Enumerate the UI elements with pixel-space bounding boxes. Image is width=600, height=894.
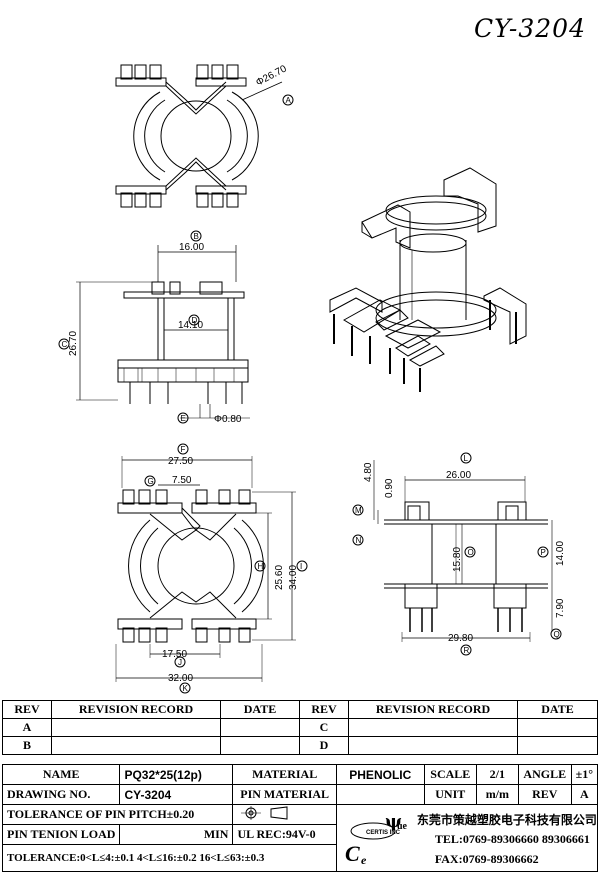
dim-outer-height: 34.00 <box>288 565 299 590</box>
company-fax: FAX:0769-89306662 <box>434 852 539 866</box>
material-label: MATERIAL <box>232 764 337 785</box>
company-tel: TEL:0769-89306660 89306661 <box>434 832 590 846</box>
dim-front-top: 26.00 <box>446 470 471 481</box>
pin-tension-value: MIN <box>119 824 234 845</box>
date-cell <box>517 736 598 755</box>
dim-top-dia: Φ26.70 <box>254 63 289 88</box>
dim-bottom-width: 27.50 <box>168 456 193 467</box>
dim-front-p: 14.00 <box>555 541 566 566</box>
drawing-no-label: DRAWING NO. <box>1 784 121 805</box>
dim-front-q: 7.90 <box>555 598 566 618</box>
scale-label: SCALE <box>423 764 477 785</box>
rev-cell: D <box>299 736 349 755</box>
rev-value: A <box>570 784 599 805</box>
dim-front-m: 4.80 <box>363 462 374 482</box>
dim-front-n: 0.90 <box>384 478 395 498</box>
callout-d: D <box>192 316 198 325</box>
record-cell <box>51 736 221 755</box>
company-logo-icon: CERTIS INC C e ψ ue <box>345 811 408 867</box>
callout-g: G <box>148 477 154 486</box>
top-view <box>115 64 294 208</box>
callout-l: L <box>464 454 469 463</box>
dim-inner-height: 25.60 <box>274 565 285 590</box>
front-view <box>352 452 562 656</box>
pin-tension-label: PIN TENION LOAD <box>1 824 121 845</box>
pin-material-value <box>335 784 425 805</box>
callout-f: F <box>181 445 186 454</box>
callout-r: R <box>464 646 470 655</box>
iso-view <box>329 167 527 392</box>
callout-m: M <box>355 506 362 515</box>
date-header-2: DATE <box>517 700 598 719</box>
angle-label: ANGLE <box>517 764 572 785</box>
title-block: NAME PQ32*25(12p) MATERIAL PHENOLIC SCAL… <box>1 764 599 872</box>
company-name: 东莞市策越塑胶电子科技有限公司 <box>416 813 597 827</box>
rev-label: REV <box>517 784 572 805</box>
date-header: DATE <box>220 700 300 719</box>
scale-value: 2/1 <box>475 764 519 785</box>
dim-pin-dia: Φ0.80 <box>214 414 242 425</box>
rev-cell: B <box>2 736 52 755</box>
record-cell <box>348 718 518 737</box>
rev-cell: C <box>299 718 349 737</box>
revision-record-header-2: REVISION RECORD <box>348 700 518 719</box>
callout-k: K <box>183 684 189 693</box>
record-cell <box>51 718 221 737</box>
name-label: NAME <box>1 764 121 785</box>
rev-header: REV <box>2 700 52 719</box>
general-tolerance: TOLERANCE:0<L≤4:±0.1 4<L≤16:±0.2 16<L≤63… <box>2 844 337 872</box>
date-cell <box>517 718 598 737</box>
dim-front-bottom: 29.80 <box>448 633 473 644</box>
side-view <box>58 230 250 424</box>
revision-record-header: REVISION RECORD <box>51 700 221 719</box>
callout-e: E <box>181 414 186 423</box>
record-cell <box>348 736 518 755</box>
rev-header-2: REV <box>299 700 349 719</box>
callout-p: P <box>541 548 546 557</box>
callout-o: O <box>468 548 474 557</box>
svg-text:CERTIS INC: CERTIS INC <box>366 830 401 836</box>
callout-q: Q <box>554 630 560 639</box>
ul-rec: UL REC:94V-0 <box>232 824 337 845</box>
angle-value: ±1° <box>570 764 599 785</box>
technical-drawing: Φ26.70 A 16. <box>58 63 566 694</box>
svg-text:ue: ue <box>397 821 408 832</box>
dim-side-height: 26.70 <box>68 331 79 356</box>
dim-side-width: 16.00 <box>179 242 204 253</box>
svg-text:C: C <box>345 841 360 866</box>
date-cell <box>220 718 300 737</box>
name-value: PQ32*25(12p) <box>119 764 234 785</box>
callout-j: J <box>178 658 182 667</box>
bottom-view <box>115 443 308 694</box>
callout-h: H <box>258 562 264 571</box>
svg-text:ψ: ψ <box>385 811 402 832</box>
date-cell <box>220 736 300 755</box>
symbol-cell <box>232 804 337 825</box>
dim-total-width: 32.00 <box>168 673 193 684</box>
dim-front-core: 15.80 <box>452 547 463 572</box>
material-value: PHENOLIC <box>335 764 425 785</box>
unit-label: UNIT <box>423 784 477 805</box>
revision-table: REV REVISION RECORD DATE REV REVISION RE… <box>2 700 598 755</box>
dim-side-inner: 14.10 <box>178 320 203 331</box>
drawing-title: CY-3204 <box>474 14 586 43</box>
company-block: CERTIS INC C e ψ ue 东莞市策越塑胶电子科技有限公司 TEL:… <box>335 804 599 872</box>
drawing-no-value: CY-3204 <box>119 784 234 805</box>
unit-value: m/m <box>475 784 519 805</box>
dim-pin-pitch: 7.50 <box>172 475 192 486</box>
callout-b: B <box>194 232 199 241</box>
callout-i: I <box>300 562 302 571</box>
pin-material-label: PIN MATERIAL <box>232 784 337 805</box>
callout-a: A <box>286 96 292 105</box>
callout-c: C <box>62 340 68 349</box>
callout-n: N <box>356 536 362 545</box>
rev-cell: A <box>2 718 52 737</box>
svg-text:e: e <box>361 853 367 867</box>
dim-slot-width: 17.50 <box>162 649 187 660</box>
projection-symbol-icon <box>241 805 288 820</box>
pin-pitch-tolerance: TOLERANCE OF PIN PITCH±0.20 <box>1 804 234 825</box>
